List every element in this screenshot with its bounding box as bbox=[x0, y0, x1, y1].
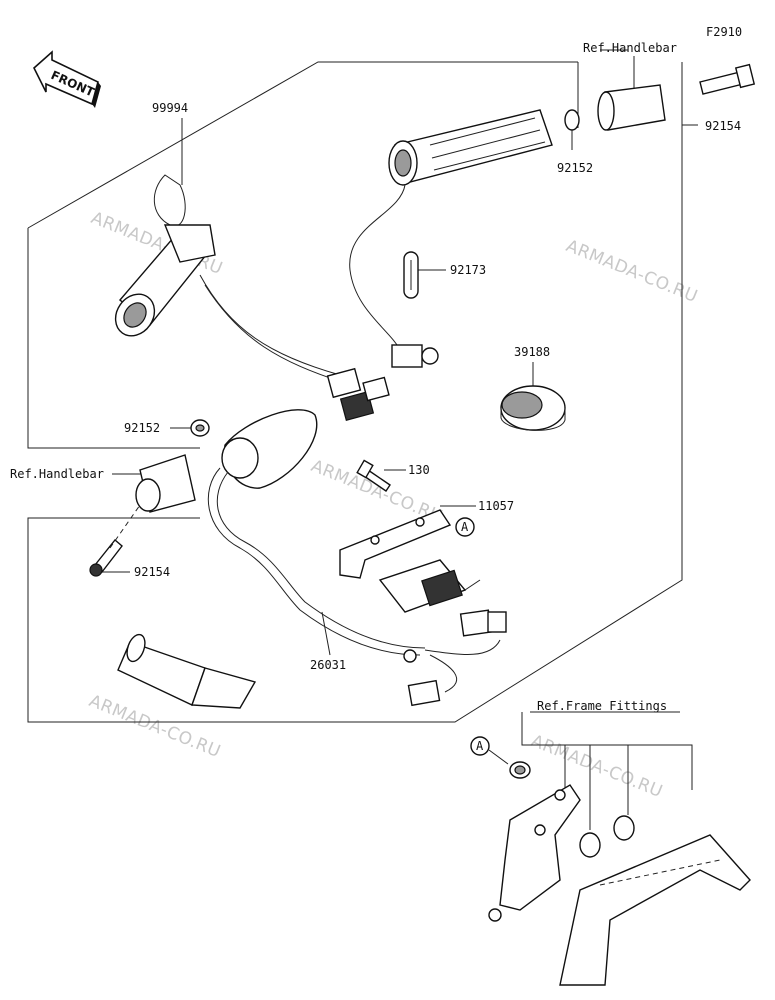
grease-tube bbox=[117, 633, 257, 709]
watermark-2: ARMADA-CO.RU bbox=[563, 236, 700, 307]
bracket-11057 bbox=[339, 509, 452, 579]
label-92152-left: 92152 bbox=[124, 421, 160, 435]
front-arrow-icon: FRONT bbox=[33, 50, 101, 108]
frame-bottom bbox=[27, 125, 683, 723]
ref-a-2: A bbox=[470, 736, 490, 756]
harness-26031 bbox=[207, 409, 507, 707]
washer-92152-top bbox=[564, 109, 580, 131]
label-ref-handlebar-left: Ref.Handlebar bbox=[10, 467, 104, 481]
clamp-92173 bbox=[403, 251, 419, 299]
right-grip-heater bbox=[349, 109, 553, 368]
label-ref-handlebar-top: Ref.Handlebar bbox=[583, 41, 677, 55]
svg-text:A: A bbox=[461, 520, 469, 534]
label-99994: 99994 bbox=[152, 101, 188, 115]
leader-26031 bbox=[321, 611, 331, 656]
left-grip-heater bbox=[114, 174, 390, 421]
frame-fittings bbox=[488, 711, 751, 986]
handlebar-end-left bbox=[135, 454, 196, 513]
label-39188: 39188 bbox=[514, 345, 550, 359]
leader-92154-top bbox=[681, 92, 698, 126]
svg-text:A: A bbox=[476, 739, 484, 753]
frame-left-upper bbox=[27, 228, 200, 449]
handlebar-end-top bbox=[597, 84, 666, 131]
label-92152-top: 92152 bbox=[557, 161, 593, 175]
bolt-92154-top bbox=[699, 63, 756, 95]
watermark-5: ARMADA-CO.RU bbox=[528, 731, 665, 802]
label-26031: 26031 bbox=[310, 658, 346, 672]
bolt-92154-left bbox=[89, 538, 123, 577]
label-11057: 11057 bbox=[478, 499, 514, 513]
label-92173: 92173 bbox=[450, 263, 486, 277]
label-130: 130 bbox=[408, 463, 430, 477]
frame-top-line bbox=[27, 61, 578, 229]
ref-a-1: A bbox=[455, 517, 475, 537]
label-92154-left: 92154 bbox=[134, 565, 170, 579]
label-ref-frame-fittings: Ref.Frame Fittings bbox=[537, 699, 667, 713]
figure-code: F2910 bbox=[706, 25, 742, 39]
label-92154-top: 92154 bbox=[705, 119, 741, 133]
ring-39188 bbox=[500, 385, 566, 431]
bolt-130 bbox=[356, 459, 391, 492]
relay-block bbox=[378, 559, 481, 613]
